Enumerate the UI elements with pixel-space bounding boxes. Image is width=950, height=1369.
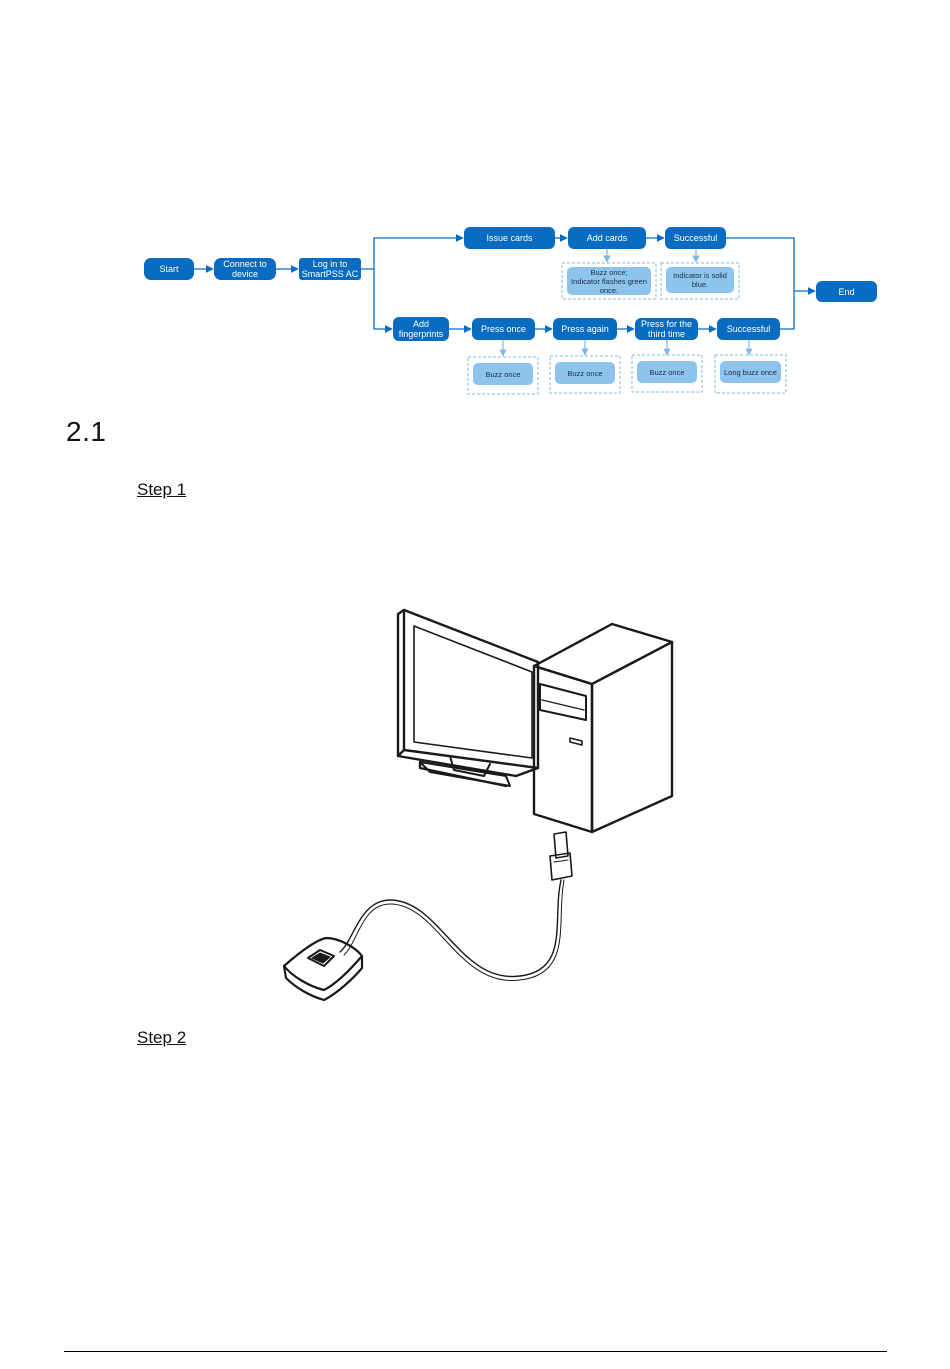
node-successful-cards: Successful [665, 227, 726, 249]
node-press-once: Press once [472, 318, 535, 340]
node-start: Start [144, 258, 194, 280]
svg-text:Long buzz once: Long buzz once [724, 368, 777, 377]
note-successful-fingerprints: Long buzz once [715, 355, 786, 393]
step-2-label: Step 2 [137, 1028, 186, 1048]
svg-text:Press once: Press once [481, 324, 526, 334]
section-number: 2.1 [66, 416, 106, 448]
svg-text:Buzz once: Buzz once [649, 368, 684, 377]
note-press-once: Buzz once [468, 357, 538, 394]
svg-text:Successful: Successful [727, 324, 771, 334]
svg-text:Issue cards: Issue cards [486, 233, 533, 243]
svg-text:Start: Start [159, 264, 179, 274]
usb-cable-icon [340, 832, 572, 981]
node-end: End [816, 281, 877, 302]
computer-fingerprint-enroller-illustration [270, 600, 690, 1010]
svg-text:End: End [838, 287, 854, 297]
svg-text:Press again: Press again [561, 324, 609, 334]
step-1-label: Step 1 [137, 480, 186, 500]
node-successful-fingerprints: Successful [717, 318, 780, 340]
svg-text:Add cards: Add cards [587, 233, 628, 243]
note-press-again: Buzz once [550, 356, 620, 393]
monitor-icon [398, 610, 538, 786]
footer-rule [64, 1351, 887, 1352]
node-press-again: Press again [553, 318, 617, 340]
note-connectors [503, 248, 749, 356]
svg-text:Buzz once: Buzz once [567, 369, 602, 378]
node-issue-cards: Issue cards [464, 227, 555, 249]
node-add-cards: Add cards [568, 227, 646, 249]
tower-case-icon [534, 624, 672, 832]
note-press-third-time: Buzz once [632, 355, 702, 392]
svg-text:Buzz once: Buzz once [485, 370, 520, 379]
svg-text:Successful: Successful [674, 233, 718, 243]
